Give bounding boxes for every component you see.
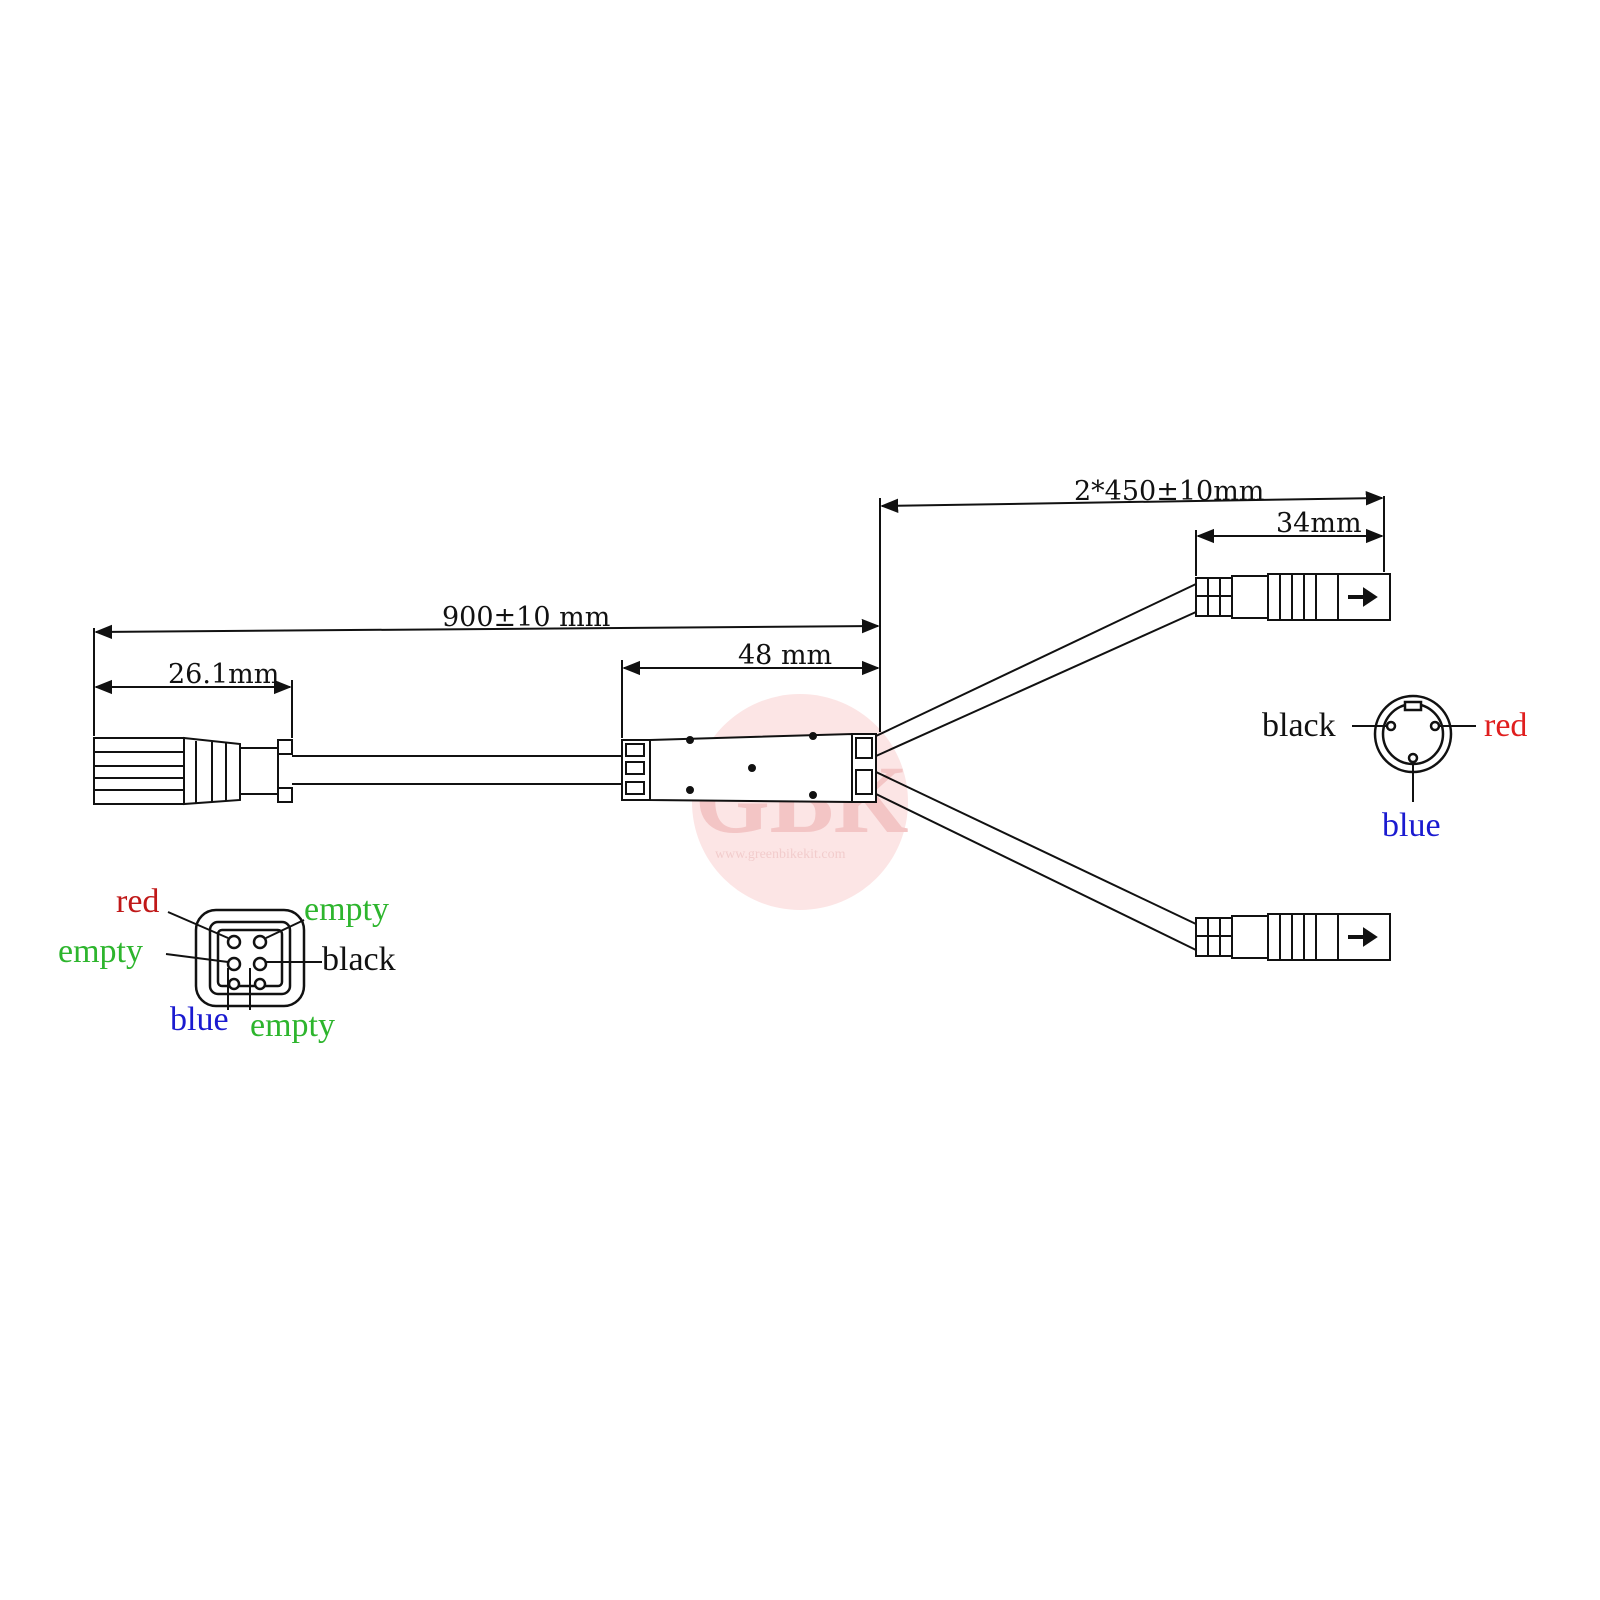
dimension-lines <box>93 491 1385 738</box>
branch-cables <box>875 583 1197 951</box>
branch-connector-upper <box>1195 573 1391 621</box>
watermark-url: www.greenbikekit.com <box>715 847 846 862</box>
dim-branch-length: 2*450±10mm <box>1074 476 1264 507</box>
splitter-body <box>621 732 877 804</box>
branch-connector-lower <box>1195 913 1391 961</box>
main-cable <box>292 755 622 785</box>
six-pin-leaders <box>165 911 322 1010</box>
six-pin-label-red: red <box>116 883 159 920</box>
left-connector <box>93 736 293 806</box>
six-pin-label-empty-bottom: empty <box>250 1007 335 1044</box>
dim-splitter-body: 48 mm <box>738 640 832 671</box>
dim-left-connector: 26.1mm <box>168 659 279 690</box>
dim-branch-connector: 34mm <box>1276 508 1362 539</box>
six-pin-label-blue: blue <box>170 1001 229 1038</box>
six-pin-label-empty-top: empty <box>304 891 389 928</box>
six-pin-label-empty-left: empty <box>58 933 143 970</box>
dim-total-length: 900±10 mm <box>442 602 610 633</box>
three-pin-face <box>1373 694 1453 774</box>
six-pin-face <box>194 908 306 1008</box>
three-pin-leaders <box>1352 725 1476 802</box>
three-pin-label-red: red <box>1484 707 1527 744</box>
three-pin-label-blue: blue <box>1382 807 1441 844</box>
three-pin-label-black: black <box>1262 707 1336 744</box>
six-pin-label-black: black <box>322 941 396 978</box>
